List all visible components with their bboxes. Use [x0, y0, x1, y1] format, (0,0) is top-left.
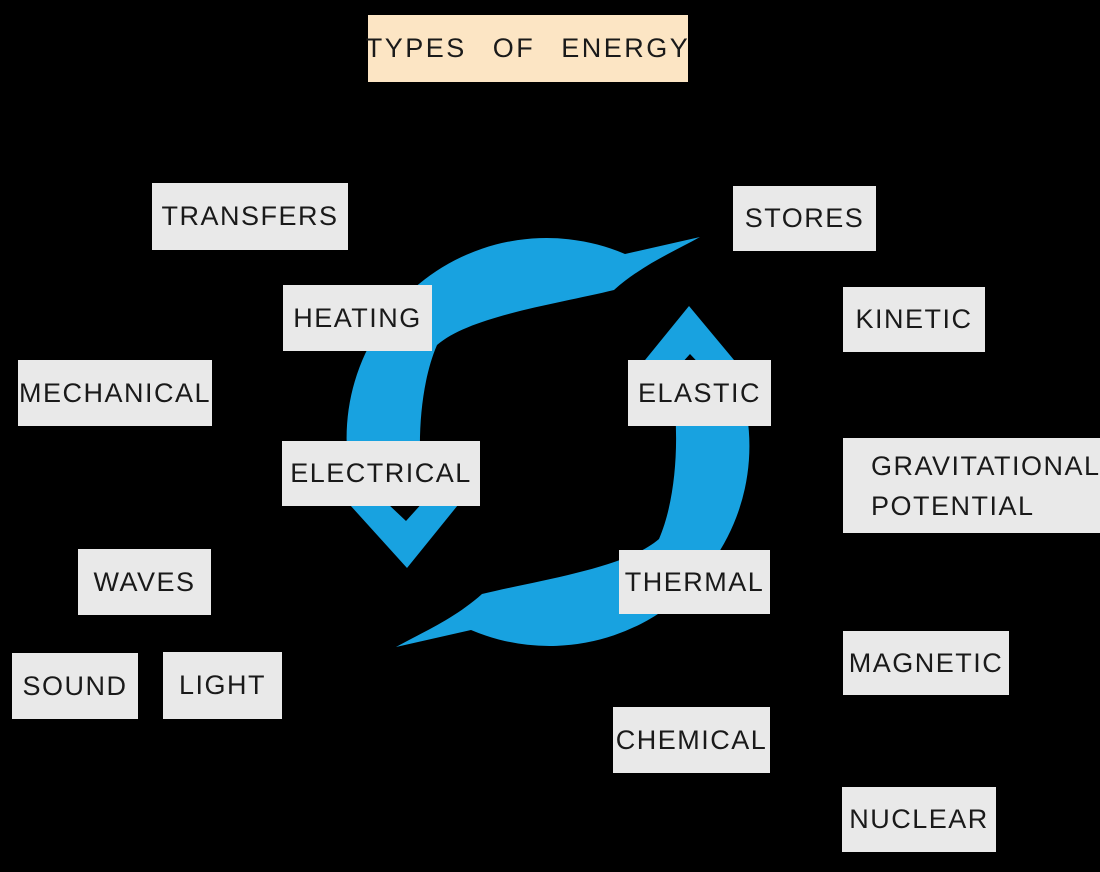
label-light: LIGHT: [163, 652, 282, 719]
label-gravitational-line2: POTENTIAL: [871, 490, 1035, 521]
label-gravitational-line1: GRAVITATIONAL: [871, 450, 1100, 481]
label-sound: SOUND: [12, 653, 138, 719]
label-nuclear: NUCLEAR: [842, 787, 996, 852]
label-magnetic: MAGNETIC: [843, 631, 1009, 695]
label-mechanical: MECHANICAL: [18, 360, 212, 426]
label-thermal: THERMAL: [619, 550, 770, 614]
label-electrical: ELECTRICAL: [282, 441, 480, 506]
stores-header: STORES: [733, 186, 876, 251]
cycle-arrow-top-icon: [346, 237, 700, 510]
label-kinetic: KINETIC: [843, 287, 985, 352]
label-elastic: ELASTIC: [628, 360, 771, 426]
label-chemical: CHEMICAL: [613, 707, 770, 773]
page-title: TYPES OF ENERGY: [366, 15, 688, 82]
label-gravitational-potential: GRAVITATIONAL POTENTIAL: [843, 438, 1100, 533]
label-waves: WAVES: [78, 549, 211, 615]
transfers-header: TRANSFERS: [152, 183, 348, 250]
label-heating: HEATING: [283, 285, 432, 351]
